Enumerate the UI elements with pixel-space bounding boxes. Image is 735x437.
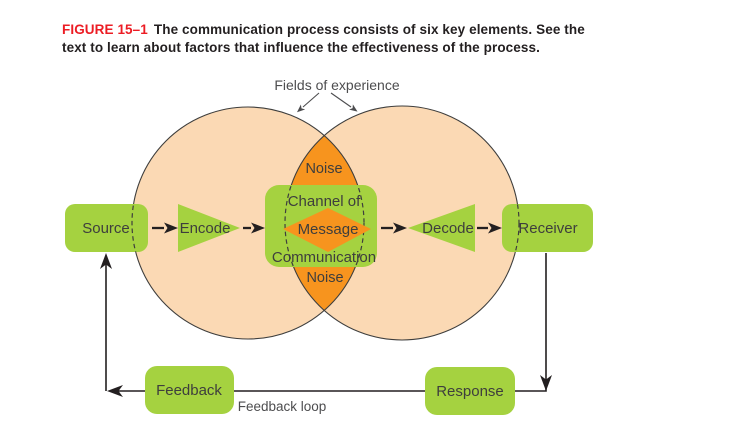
figure-caption: FIGURE 15–1 The communication process con… (62, 21, 602, 57)
message-diamond (283, 208, 371, 252)
noise-overlap-lens (285, 107, 364, 339)
message-label: Message (298, 221, 359, 238)
fields-of-experience-label: Fields of experience (274, 77, 400, 93)
dashed-arc-receiver (502, 204, 520, 252)
arrowhead-down-into-response (540, 375, 552, 391)
caption-text-1: The communication process consists of si… (153, 22, 585, 37)
noise-top-label: Noise (305, 161, 342, 177)
source-box (65, 204, 148, 252)
pointer-to-right-circle (330, 92, 358, 112)
encode-triangle (178, 204, 240, 252)
caption-line-1: FIGURE 15–1 The communication process con… (62, 21, 602, 39)
noise-bottom-label: Noise (306, 270, 343, 286)
dashed-arcs-channel (265, 185, 377, 267)
receiver-box (502, 204, 593, 252)
decode-triangle (408, 204, 475, 252)
feedback-loop-label: Feedback loop (238, 399, 327, 414)
receiver-label: Receiver (518, 220, 577, 237)
pointer-to-left-circle (296, 92, 320, 113)
decode-label: Decode (422, 220, 474, 237)
caption-line-2: text to learn about factors that influen… (62, 40, 540, 55)
response-box (425, 367, 515, 415)
encode-label: Encode (180, 220, 231, 237)
dashed-arc-source (131, 204, 148, 252)
feedback-box (145, 366, 234, 414)
arrowhead-left-from-feedback (107, 385, 123, 397)
channel-of-label: Channel of (288, 193, 361, 210)
source-label: Source (82, 220, 130, 237)
figure-number-label: FIGURE 15–1 (62, 22, 148, 37)
response-label: Response (436, 383, 504, 400)
arrowhead-up-to-source (100, 253, 112, 269)
communication-label: Communication (272, 249, 376, 266)
feedback-label: Feedback (156, 382, 222, 399)
